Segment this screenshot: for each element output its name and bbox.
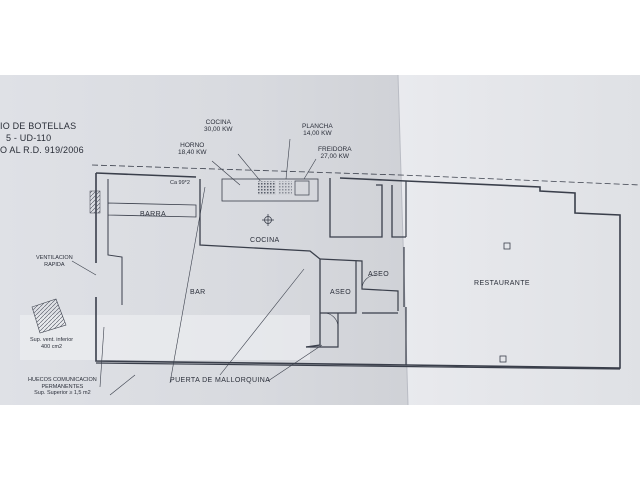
paper-sheet-right — [398, 75, 640, 405]
vent-inferior-line-2: 400 cm2 — [41, 343, 63, 350]
cocina-equipment-power: 30,00 KW — [204, 126, 233, 133]
cocina-equipment-name: COCINA — [205, 119, 231, 126]
header-line-2: 5 - UD-110 — [6, 133, 52, 143]
room-bar: BAR — [190, 289, 206, 296]
ventilacion-line-2: RAPIDA — [44, 261, 65, 268]
room-aseo-2: ASEO — [330, 289, 352, 296]
ventilacion-line-1: VENTILACION — [36, 255, 73, 261]
huecos-note: HUECOS COMUNICACION PERMANENTES Sup. Sup… — [28, 377, 97, 397]
floor-plan-drawing — [0, 75, 640, 405]
horno-label: HORNO 18,40 KW — [178, 142, 207, 156]
freidora-power: 27,00 KW — [320, 153, 350, 160]
room-cocina: COCINA — [250, 237, 280, 244]
front-wall — [95, 362, 621, 370]
kitchen-wall — [199, 178, 406, 348]
huecos-line-1: HUECOS COMUNICACION — [28, 377, 97, 383]
window-wall-left — [95, 172, 197, 178]
column-2 — [499, 355, 507, 363]
room-barra: BARRA — [140, 211, 167, 218]
door-arc — [361, 274, 377, 290]
outer-wall — [95, 173, 621, 369]
kitchen-counter — [221, 178, 319, 202]
plancha-name: PLANCHA — [302, 123, 333, 130]
vent-inferior-line-1: Sup. vent. inferior — [30, 337, 74, 343]
plancha-label: PLANCHA 14,00 KW — [302, 123, 333, 137]
header-line-1: IO DE BOTELLAS — [0, 121, 77, 131]
freidora-label: FREIDORA 27,00 KW — [318, 146, 352, 160]
dashed-outline — [91, 164, 640, 186]
header-line-3: O AL R.D. 919/2006 — [0, 145, 84, 155]
huecos-line-3: Sup. Superior ≥ 1,5 m2 — [34, 390, 91, 396]
small-tag: Ca 99*2 — [170, 180, 190, 186]
horno-power: 18,40 KW — [178, 149, 207, 156]
puerta-label: PUERTA DE MALLORQUINA — [170, 377, 271, 384]
cocina-equipment-label: COCINA 30,00 KW — [204, 119, 233, 133]
huecos-line-2: PERMANENTES — [41, 383, 84, 390]
column-1 — [503, 242, 511, 250]
ventilation-grille — [31, 298, 67, 334]
fryer-unit — [294, 180, 310, 196]
horno-name: HORNO — [180, 142, 205, 149]
room-restaurante: RESTAURANTE — [474, 280, 530, 287]
vent-inferior-note: Sup. vent. inferior 400 cm2 — [30, 337, 73, 350]
room-aseo-1: ASEO — [368, 271, 390, 278]
ventilacion-note: VENTILACION RAPIDA — [36, 255, 73, 268]
freidora-name: FREIDORA — [318, 146, 352, 153]
floor-plan-photo: IO DE BOTELLAS 5 - UD-110 O AL R.D. 919/… — [0, 75, 640, 405]
bar-inner-wall — [107, 179, 123, 305]
door-arc-2 — [323, 312, 339, 328]
plancha-power: 14,00 KW — [303, 130, 332, 137]
